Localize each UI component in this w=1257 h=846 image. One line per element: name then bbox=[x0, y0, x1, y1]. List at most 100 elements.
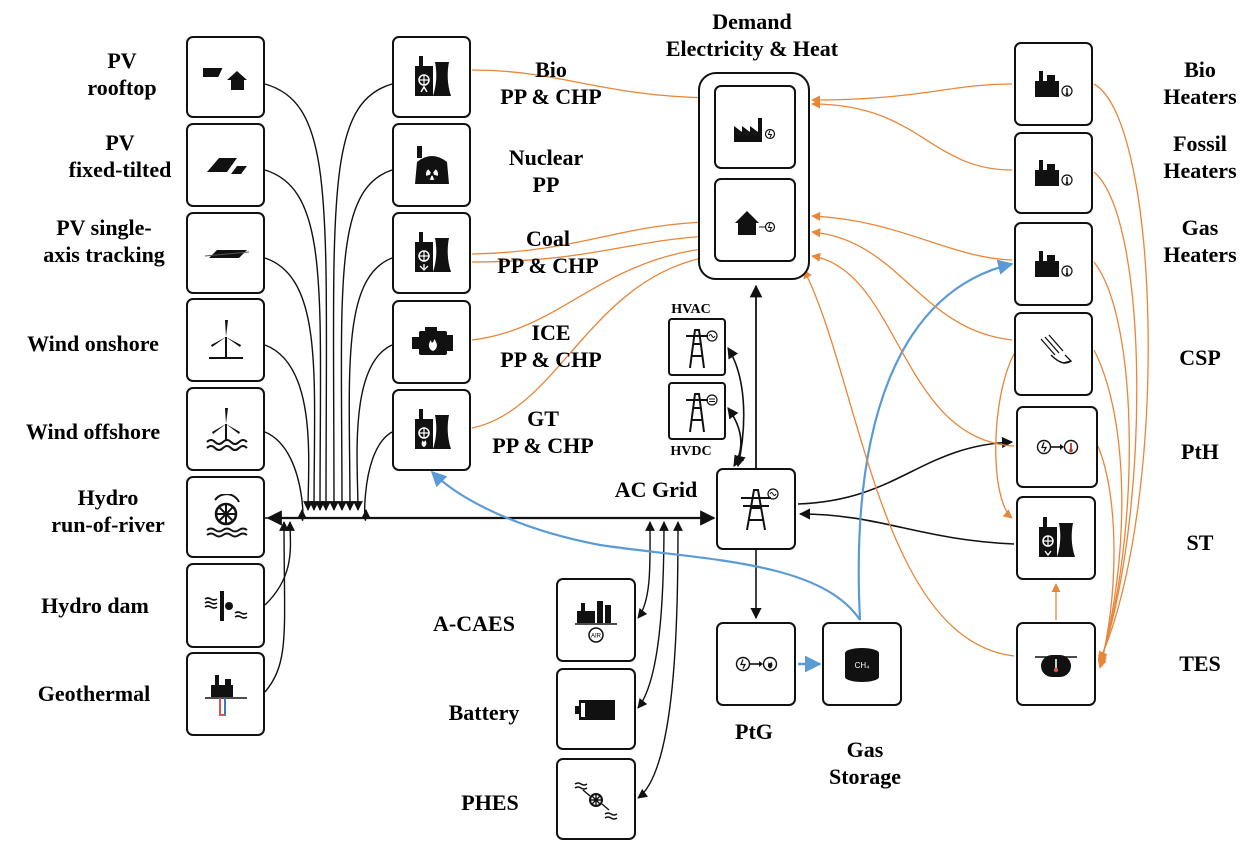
hydro-dam-box bbox=[186, 563, 265, 648]
power-to-gas-icon bbox=[735, 656, 778, 672]
bio-heater-to-tes-edge bbox=[1093, 83, 1149, 661]
gas-storage-box: CH₄ bbox=[822, 622, 902, 706]
label-hvac: HVAC bbox=[671, 302, 711, 317]
svg-text:AIR: AIR bbox=[591, 634, 602, 640]
phes-box bbox=[556, 758, 636, 840]
st-box bbox=[1016, 496, 1096, 580]
left-feed-edge-1 bbox=[264, 169, 325, 511]
pv-single-axis-box bbox=[186, 212, 265, 294]
csp-to-tes-edge bbox=[1093, 349, 1123, 667]
left-feed-edge-3 bbox=[264, 344, 313, 511]
a-caes-edge bbox=[637, 521, 655, 619]
geothermal-icon bbox=[204, 675, 247, 716]
wind-offshore-box bbox=[186, 387, 265, 471]
gt-to-demand-edge bbox=[471, 252, 713, 429]
csp-to-demand-edge bbox=[811, 228, 1013, 341]
csp-to-st-edge bbox=[995, 353, 1015, 519]
gas-storage-icon: CH₄ bbox=[845, 648, 879, 682]
hydro-run-of-river-box bbox=[186, 476, 265, 558]
left-feed-edge-6 bbox=[264, 521, 295, 606]
pv-fixed-tilted-icon bbox=[206, 158, 247, 174]
fossil-heater-to-tes-edge bbox=[1093, 171, 1138, 663]
label-ptg: PtG bbox=[735, 719, 773, 744]
label-pv-single-axis: PV single-axis tracking bbox=[43, 215, 165, 267]
household-demand-box bbox=[714, 178, 796, 262]
pv-single-axis-tracking-icon bbox=[204, 250, 249, 258]
coal-power-plant-icon bbox=[414, 232, 451, 272]
gas-storage-to-gt-edge bbox=[430, 470, 861, 621]
ac-grid-tower-icon bbox=[741, 488, 779, 531]
ch4-label: CH₄ bbox=[855, 661, 870, 670]
plant-feed-edge-0 bbox=[329, 83, 393, 511]
gt-plant-box bbox=[392, 389, 471, 471]
tes-to-demand-edge bbox=[803, 269, 1015, 657]
coal-to-demand-edge-1 bbox=[471, 217, 711, 255]
pth-box bbox=[1016, 406, 1098, 488]
ice-engine-icon bbox=[411, 327, 453, 355]
gas-turbine-icon bbox=[414, 409, 451, 449]
label-st: ST bbox=[1186, 530, 1214, 555]
label-tes: TES bbox=[1179, 651, 1221, 676]
label-battery: Battery bbox=[448, 700, 520, 725]
nuclear-plant-box bbox=[392, 123, 471, 207]
label-geothermal: Geothermal bbox=[37, 681, 151, 706]
bio-heater-to-demand-edge bbox=[811, 83, 1013, 105]
ice-to-demand-edge bbox=[471, 244, 711, 341]
bio-power-plant-icon bbox=[414, 56, 451, 96]
coal-plant-box bbox=[392, 212, 471, 294]
label-hydro-dam: Hydro dam bbox=[41, 593, 149, 618]
plant-feed-edge-4 bbox=[361, 431, 393, 521]
gas-heater-icon bbox=[1034, 251, 1073, 277]
pv-rooftop-icon bbox=[202, 68, 247, 90]
ac-grid-box bbox=[716, 468, 796, 550]
geothermal-box bbox=[186, 652, 265, 736]
left-feed-edge-4 bbox=[264, 431, 307, 521]
battery-icon bbox=[575, 700, 615, 720]
label-a-caes: A-CAES bbox=[433, 611, 515, 636]
phes-edge bbox=[637, 521, 683, 799]
hydro-dam-icon bbox=[204, 590, 247, 621]
household-demand-icon bbox=[735, 211, 776, 235]
label-wind-onshore: Wind onshore bbox=[27, 331, 159, 356]
thermal-energy-storage-icon bbox=[1035, 655, 1077, 677]
nuclear-power-plant-icon bbox=[414, 146, 449, 184]
fossil-heater-box bbox=[1014, 132, 1093, 214]
bio-plant-to-demand-edge bbox=[471, 69, 711, 103]
gas-heater-to-demand-edge-1 bbox=[811, 211, 1013, 261]
bio-heater-box bbox=[1014, 42, 1093, 126]
label-csp: CSP bbox=[1179, 345, 1221, 370]
a-caes-icon: AIR bbox=[575, 601, 617, 643]
pv-rooftop-box bbox=[186, 36, 265, 118]
label-ac-grid: AC Grid bbox=[614, 477, 698, 502]
bio-heater-icon bbox=[1034, 71, 1073, 97]
gas-heater-to-tes-edge bbox=[1093, 261, 1130, 665]
ac-grid-to-pth-edge bbox=[797, 436, 1014, 505]
hvdc-to-grid-edge bbox=[727, 407, 745, 467]
left-feed-edge-2 bbox=[264, 257, 319, 511]
label-wind-offshore: Wind offshore bbox=[25, 419, 161, 444]
ice-plant-box bbox=[392, 300, 471, 384]
pth-to-demand-edge bbox=[811, 252, 1015, 447]
st-to-ac-grid-edge bbox=[798, 508, 1015, 545]
a-caes-box: AIR bbox=[556, 578, 636, 662]
plant-feed-edge-1 bbox=[337, 169, 393, 511]
industry-demand-box bbox=[714, 85, 796, 169]
wind-offshore-icon bbox=[205, 408, 248, 451]
pth-to-tes-edge bbox=[1097, 445, 1115, 669]
plant-feed-edge-2 bbox=[345, 257, 393, 511]
